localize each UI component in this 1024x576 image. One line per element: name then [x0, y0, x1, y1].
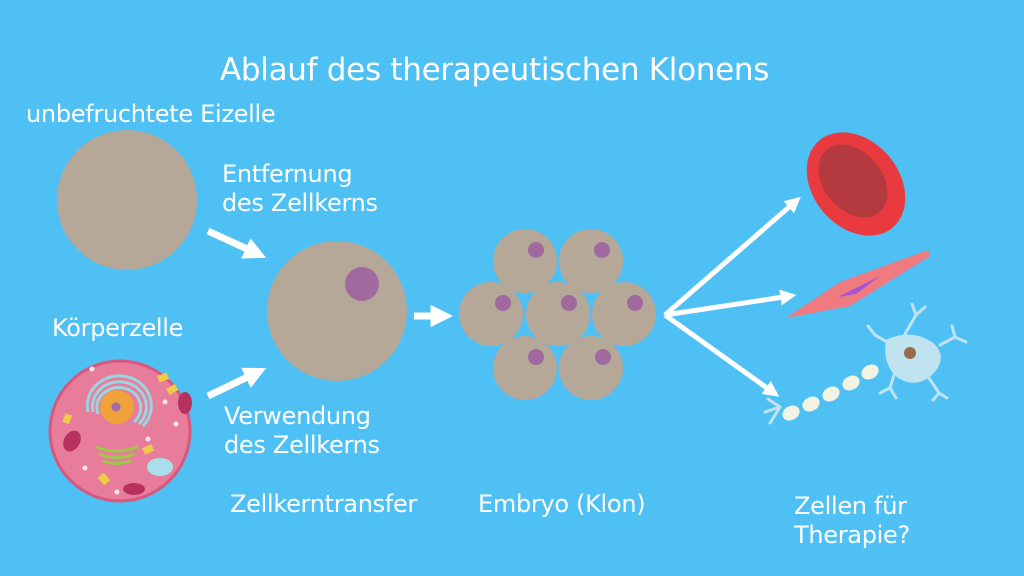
embryo-icon: [459, 229, 656, 400]
page-title: Ablauf des therapeutischen Klonens: [220, 52, 770, 88]
label-nucleus-use-line2: des Zellkerns: [224, 430, 380, 459]
label-nucleus-removal: Entfernung des Zellkerns: [222, 160, 378, 218]
label-therapy-cells: Zellen für Therapie?: [794, 492, 910, 550]
label-embryo: Embryo (Klon): [478, 490, 646, 518]
label-nucleus-removal-line1: Entfernung: [222, 160, 353, 188]
arrow-embryo-to-red-blood-cell: [663, 196, 801, 317]
label-nuclear-transfer: Zellkerntransfer: [230, 490, 417, 518]
muscle-cell-icon: [786, 250, 930, 318]
label-egg-cell: unbefruchtete Eizelle: [26, 100, 276, 128]
label-therapy-cells-line1: Zellen für: [794, 492, 907, 520]
transferred-cell-icon: [267, 241, 407, 381]
label-nucleus-use: Verwendung des Zellkerns: [224, 402, 380, 460]
arrow-egg-to-transfer: [206, 227, 267, 259]
label-body-cell: Körperzelle: [52, 314, 184, 342]
red-blood-cell-icon: [806, 132, 906, 236]
nerve-cell-icon: [763, 302, 968, 425]
label-nucleus-use-line1: Verwendung: [224, 402, 371, 430]
label-nucleus-removal-line2: des Zellkerns: [222, 188, 378, 217]
egg-cell-icon: [57, 130, 197, 270]
arrow-embryo-to-nerve-cell: [663, 312, 780, 397]
arrow-embryo-to-muscle-cell: [664, 289, 797, 318]
body-cell-icon: [48, 359, 192, 503]
label-therapy-cells-line2: Therapie?: [794, 520, 910, 549]
arrow-body-to-transfer: [206, 367, 267, 400]
